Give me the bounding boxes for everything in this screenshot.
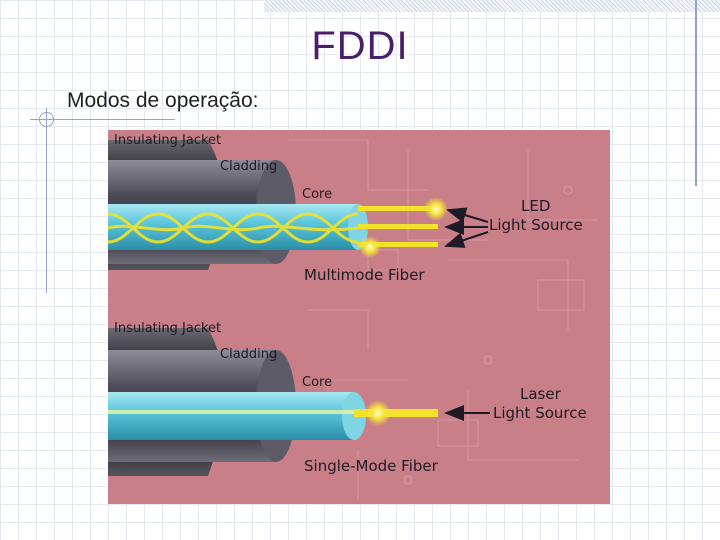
- led-source-label-line1: LED: [521, 197, 550, 215]
- laser-source-label-line2: Light Source: [493, 404, 587, 422]
- singlemode-cladding-label: Cladding: [220, 347, 277, 362]
- led-arrow-3: [444, 231, 489, 248]
- multimode-jacket-label: Insulating Jacket: [114, 133, 221, 148]
- multimode-fiber: [108, 140, 489, 270]
- singlemode-core-label: Core: [302, 375, 332, 390]
- multimode-core-label: Core: [302, 187, 332, 202]
- singlemode-light-beam: [354, 409, 438, 417]
- decorative-horizontal-rule: [30, 119, 175, 120]
- laser-light-source-glow: [365, 400, 391, 426]
- decorative-circle-icon: [39, 112, 54, 127]
- singlemode-jacket-label: Insulating Jacket: [114, 321, 221, 336]
- slide-title: FDDI: [311, 24, 409, 68]
- fiber-optic-diagram: Insulating Jacket Cladding Core Multimod…: [108, 130, 610, 504]
- led-source-label-line2: Light Source: [489, 216, 583, 234]
- multimode-fiber-label: Multimode Fiber: [304, 266, 425, 284]
- singlemode-fiber: [108, 328, 490, 476]
- circuit-board-texture: [228, 139, 598, 500]
- singlemode-core: [108, 392, 354, 440]
- multimode-cladding-label: Cladding: [220, 159, 277, 174]
- led-light-source-glow: [424, 197, 448, 221]
- multimode-light-waves: [108, 212, 359, 244]
- singlemode-light-path: [108, 410, 354, 414]
- decorative-vertical-rule-left: [46, 108, 47, 293]
- multimode-light-beams: [358, 206, 438, 247]
- laser-source-label-line1: Laser: [520, 385, 562, 403]
- decorative-vertical-rule-right: [695, 0, 697, 186]
- slide-subtitle: Modos de operação:: [67, 89, 259, 112]
- led-light-source-glow-2: [359, 236, 381, 258]
- header-pattern-band: [264, 0, 720, 12]
- led-arrow-1: [446, 207, 489, 223]
- singlemode-fiber-label: Single-Mode Fiber: [304, 457, 439, 475]
